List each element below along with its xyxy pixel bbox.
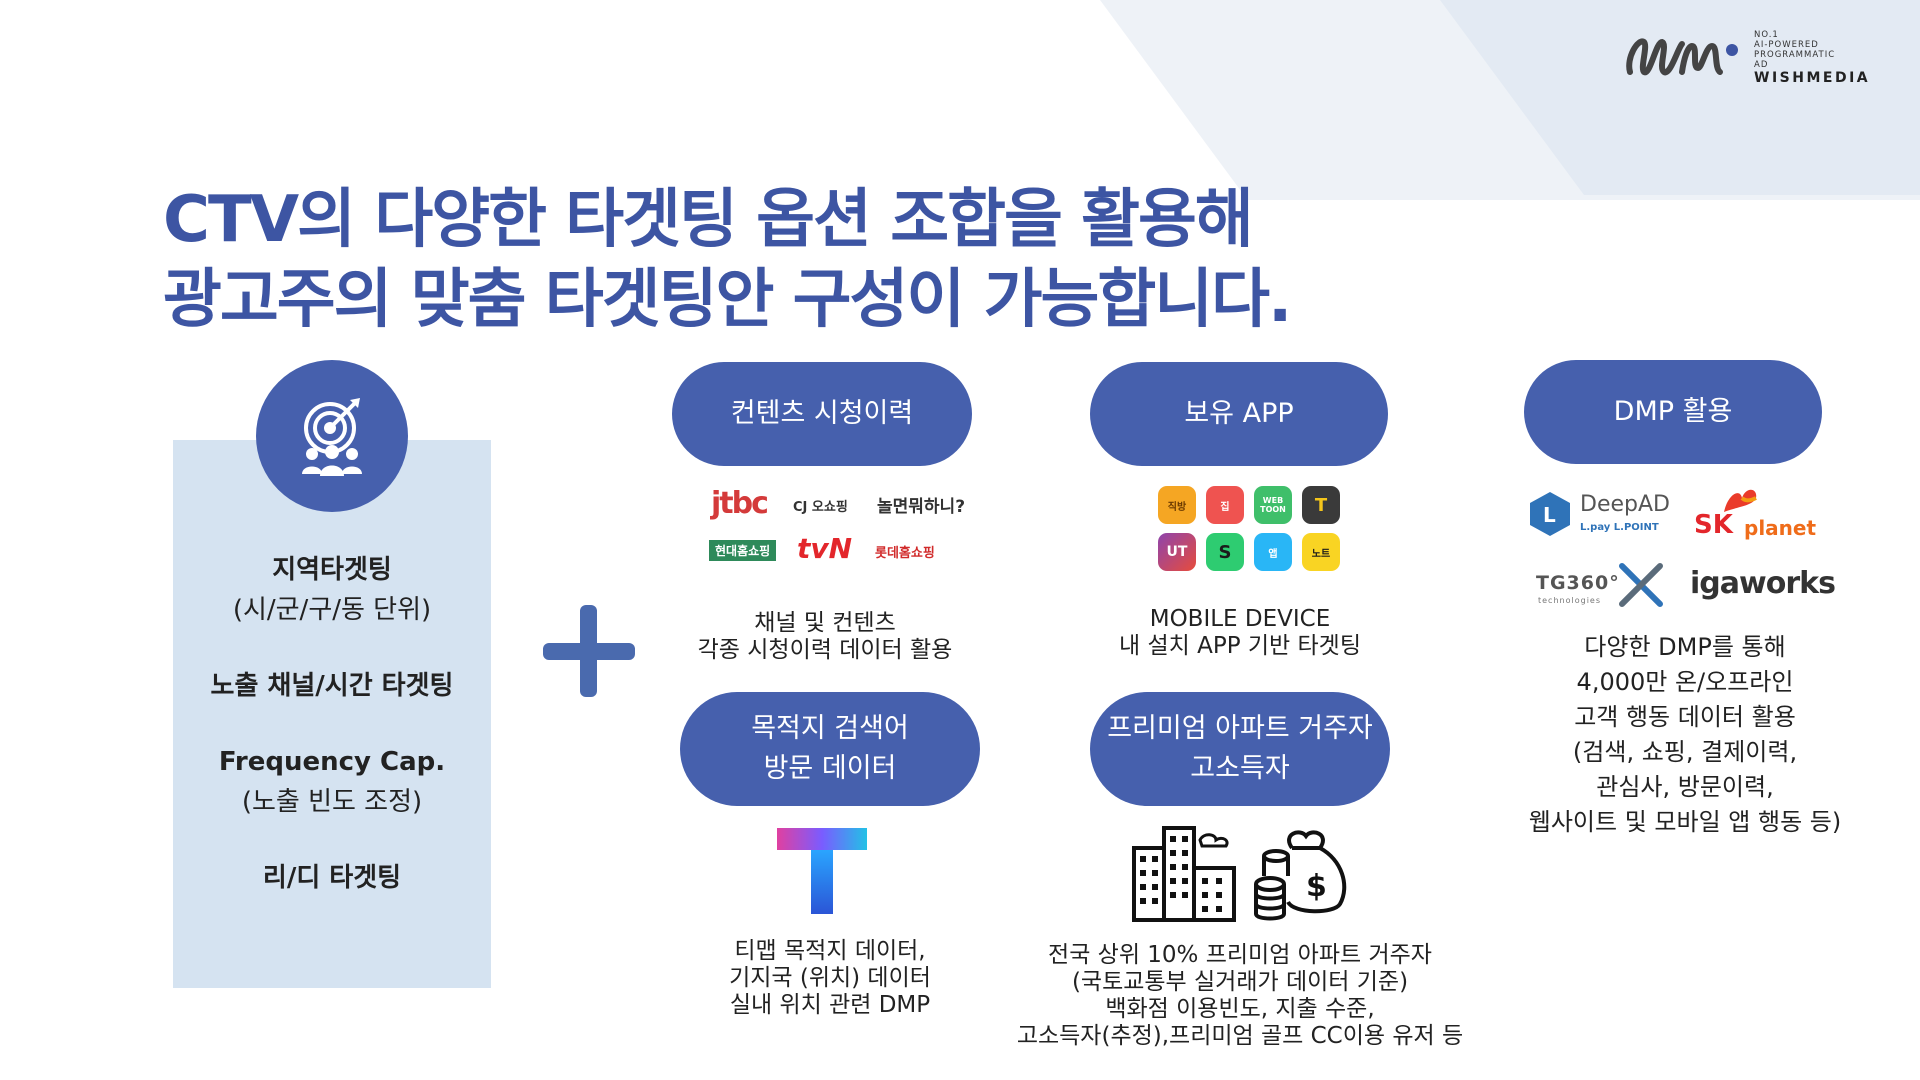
deepad-logo-text: DeepAD <box>1580 492 1670 517</box>
dmp-label: DMP 활용 <box>1613 396 1733 427</box>
destination-label-line-2: 방문 데이터 <box>763 753 897 784</box>
ut-app-icon: UT <box>1158 533 1196 571</box>
option-frequency-title: Frequency Cap. <box>218 747 446 777</box>
zigbang-app-icon: 직방 <box>1158 486 1196 524</box>
logo-name: WISHMEDIA <box>1754 70 1871 86</box>
broadcaster-logos: jtbc CJ 오쇼핑 놀면뭐하니? 현대홈쇼핑 tvN 롯데홈쇼핑 <box>705 480 965 570</box>
option-frequency-sub: (노출 빈도 조정) <box>241 787 423 817</box>
tvn-logo: tvN <box>797 532 853 565</box>
deepad-logo-sub: L.pay L.POINT <box>1580 522 1659 533</box>
tg360-x-icon <box>1619 563 1663 607</box>
apartment-buildings-icon <box>1132 826 1236 922</box>
owned-app-caption: MOBILE DEVICE 내 설치 APP 기반 타겟팅 <box>1119 606 1361 659</box>
premium-pill: 프리미엄 아파트 거주자 고소득자 <box>1090 692 1390 806</box>
content-history-caption: 채널 및 컨텐츠 각종 시청이력 데이터 활용 <box>697 610 953 663</box>
s-app-icon: S <box>1206 533 1244 571</box>
wishmedia-logo-mark-icon <box>1626 38 1738 76</box>
jtbc-logo: jtbc <box>711 486 769 521</box>
sk-butterfly-icon <box>1724 489 1757 512</box>
hangout-show-logo: 놀면뭐하니? <box>877 497 966 517</box>
deepad-logo-icon: L <box>1530 492 1570 536</box>
page-title: CTV의 다양한 타겟팅 옵션 조합을 활용해 광고주의 맞춤 타겟팅안 구성이… <box>163 180 1292 340</box>
page-title-line-2: 광고주의 맞춤 타겟팅안 구성이 가능합니다. <box>163 263 1292 337</box>
app-icon-grid: 직방 집 WEB TOON T UT S 앱 노트 <box>1158 486 1340 571</box>
igaworks-logo-text: igaworks <box>1690 566 1836 601</box>
option-retargeting-title: 리/디 타겟팅 <box>262 863 402 893</box>
page-title-line-1: CTV의 다양한 타겟팅 옵션 조합을 활용해 <box>163 183 1254 257</box>
owned-app-pill: 보유 APP <box>1090 362 1388 466</box>
destination-pill: 목적지 검색어 방문 데이터 <box>680 692 980 806</box>
t-app-icon: T <box>1302 486 1340 524</box>
targeting-options-panel <box>173 440 491 988</box>
home-app-icon: 집 <box>1206 486 1244 524</box>
content-history-label: 컨텐츠 시청이력 <box>730 398 914 429</box>
target-audience-icon <box>256 360 408 512</box>
option-region-sub: (시/군/구/동 단위) <box>232 595 432 625</box>
hyundai-homeshopping-logo: 현대홈쇼핑 <box>709 540 777 561</box>
plus-icon <box>543 605 635 697</box>
sk-logo-text: SK <box>1694 510 1733 540</box>
webtoon-app-icon: WEB TOON <box>1254 486 1292 524</box>
option-channel-time-title: 노출 채널/시간 타겟팅 <box>210 671 454 701</box>
destination-label-line-1: 목적지 검색어 <box>751 713 909 744</box>
svg-text:L: L <box>1543 503 1556 527</box>
destination-caption: 티맵 목적지 데이터, 기지국 (위치) 데이터 실내 위치 관련 DMP <box>729 938 931 1018</box>
house-app-icon: 앱 <box>1254 533 1292 571</box>
note-app-icon: 노트 <box>1302 533 1340 571</box>
money-bag-icon: $ <box>1254 830 1347 921</box>
premium-label-line-2: 고소득자 <box>1190 753 1290 784</box>
svg-text:$: $ <box>1306 869 1327 904</box>
planet-logo-text: planet <box>1744 516 1817 540</box>
tg360-logo-text: TG360° <box>1536 572 1620 594</box>
dmp-partner-logos: L DeepAD L.pay L.POINT SK planet TG360° … <box>1528 480 1836 610</box>
premium-caption: 전국 상위 10% 프리미엄 아파트 거주자 (국토교통부 실거래가 데이터 기… <box>1016 942 1464 1049</box>
logo-tagline: NO.1 AI-POWERED PROGRAMMATIC AD <box>1754 30 1836 70</box>
dmp-pill: DMP 활용 <box>1524 360 1822 464</box>
content-history-pill: 컨텐츠 시청이력 <box>672 362 972 466</box>
premium-label-line-1: 프리미엄 아파트 거주자 <box>1107 713 1373 744</box>
lotte-homeshopping-logo: 롯데홈쇼핑 <box>875 546 935 561</box>
tg360-logo-sub: technologies <box>1538 596 1601 605</box>
wishmedia-logo: NO.1 AI-POWERED PROGRAMMATIC AD WISHMEDI… <box>1622 28 1892 98</box>
cj-onstyle-logo: CJ 오쇼핑 <box>793 500 848 515</box>
dmp-caption: 다양한 DMP를 통해 4,000만 온/오프라인 고객 행동 데이터 활용 (… <box>1528 633 1842 836</box>
option-region-title: 지역타겟팅 <box>272 555 392 585</box>
owned-app-label: 보유 APP <box>1184 398 1294 429</box>
tmap-logo <box>777 828 867 914</box>
targeting-options-list: 지역타겟팅 (시/군/구/동 단위) 노출 채널/시간 타겟팅 Frequenc… <box>173 550 491 898</box>
